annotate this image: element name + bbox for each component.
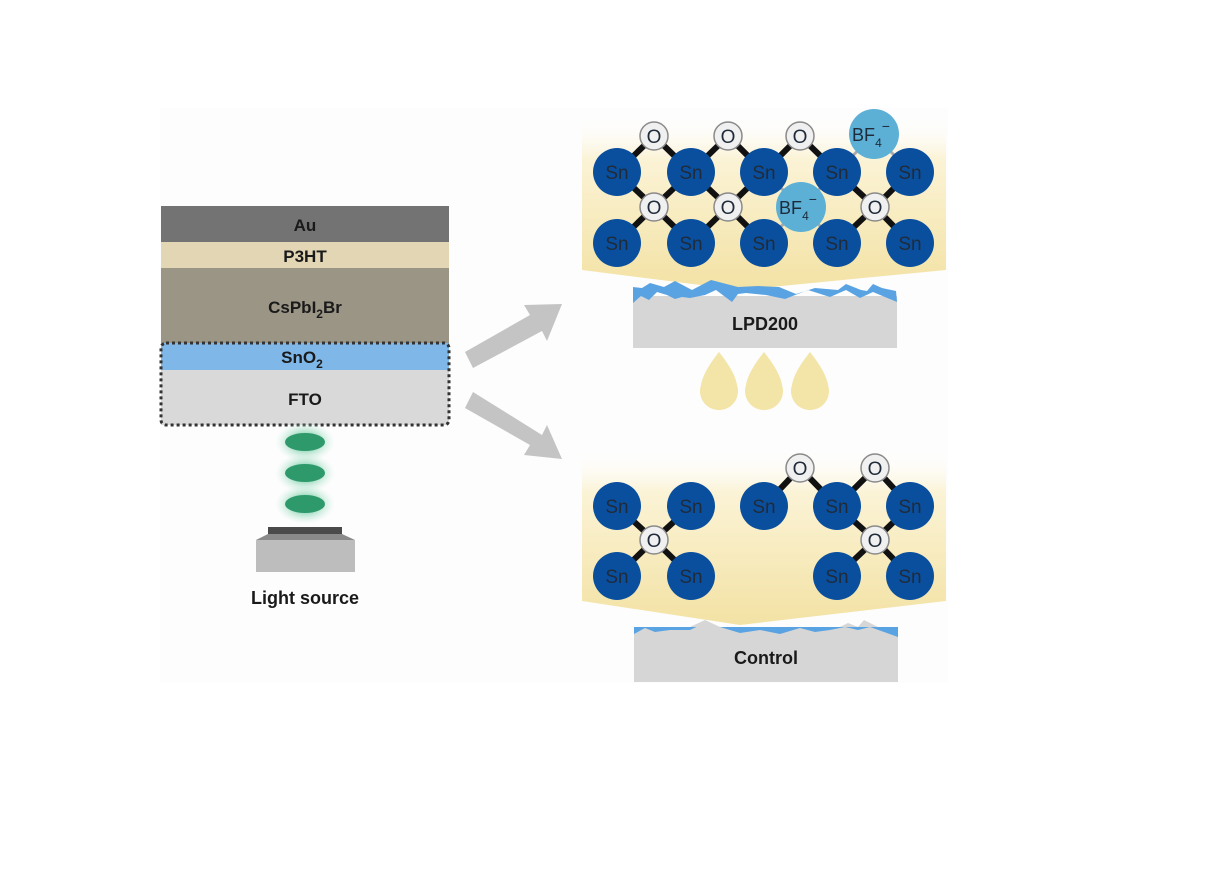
- svg-text:Sn: Sn: [752, 163, 775, 184]
- sn-atom: Sn: [667, 219, 715, 267]
- sno2-film-lpd200: [633, 280, 897, 303]
- droplet-icon: [745, 352, 783, 411]
- light-source: Light source: [251, 422, 359, 608]
- sn-atom: Sn: [593, 552, 641, 600]
- sn-atom: Sn: [740, 219, 788, 267]
- layer-au: [161, 206, 449, 242]
- sn-atom: Sn: [667, 552, 715, 600]
- svg-text:Sn: Sn: [605, 163, 628, 184]
- svg-text:Sn: Sn: [605, 567, 628, 588]
- svg-text:O: O: [868, 198, 883, 219]
- o-atom: O: [639, 121, 669, 151]
- svg-text:Sn: Sn: [825, 497, 848, 518]
- layer-perovskite: [161, 268, 449, 343]
- o-atom: O: [713, 192, 743, 222]
- sn-atom: Sn: [886, 148, 934, 196]
- lpd200-substrate: LPD200: [633, 280, 897, 348]
- svg-text:Sn: Sn: [825, 163, 848, 184]
- sn-atom: Sn: [813, 148, 861, 196]
- layer-au-label: Au: [294, 216, 317, 235]
- beam-pulse-2: [285, 464, 325, 482]
- control-substrate: Control: [634, 620, 898, 682]
- svg-text:O: O: [647, 531, 662, 552]
- svg-text:Sn: Sn: [825, 234, 848, 255]
- o-atom: O: [785, 453, 815, 483]
- svg-text:Sn: Sn: [898, 163, 921, 184]
- o-atom: O: [639, 525, 669, 555]
- svg-text:Sn: Sn: [898, 567, 921, 588]
- layer-fto-label: FTO: [288, 390, 322, 409]
- layer-perovskite-label: CsPbI2Br: [268, 298, 342, 321]
- o-atom: O: [860, 192, 890, 222]
- svg-text:Sn: Sn: [898, 497, 921, 518]
- svg-text:O: O: [647, 198, 662, 219]
- sn-atom: Sn: [813, 552, 861, 600]
- svg-text:O: O: [721, 198, 736, 219]
- svg-text:O: O: [793, 459, 808, 480]
- svg-text:O: O: [647, 127, 662, 148]
- o-atom: O: [785, 121, 815, 151]
- svg-text:Sn: Sn: [679, 497, 702, 518]
- svg-text:BF4−: BF4−: [779, 191, 817, 223]
- control-label: Control: [734, 648, 798, 668]
- sn-atom: Sn: [667, 482, 715, 530]
- o-atom: O: [860, 453, 890, 483]
- sn-atom: Sn: [886, 552, 934, 600]
- sn-atom: Sn: [886, 219, 934, 267]
- sn-atom: Sn: [740, 482, 788, 530]
- sn-atom: Sn: [593, 219, 641, 267]
- layer-fto: [161, 370, 449, 425]
- svg-text:O: O: [868, 531, 883, 552]
- svg-text:Sn: Sn: [605, 497, 628, 518]
- droplet-icon: [791, 352, 829, 411]
- substrate-peaks: [690, 620, 878, 627]
- layer-sno2-label: SnO2: [281, 348, 323, 371]
- svg-text:Sn: Sn: [752, 497, 775, 518]
- svg-text:Sn: Sn: [825, 567, 848, 588]
- svg-text:Sn: Sn: [679, 567, 702, 588]
- o-atom: O: [860, 525, 890, 555]
- svg-text:Sn: Sn: [605, 234, 628, 255]
- control-glow: [582, 448, 946, 625]
- svg-text:Sn: Sn: [898, 234, 921, 255]
- light-source-label: Light source: [251, 588, 359, 608]
- o-atom: O: [639, 192, 669, 222]
- sn-atom: Sn: [740, 148, 788, 196]
- layer-sno2: [161, 343, 449, 370]
- device-stack: Au P3HT CsPbI2Br SnO2 FTO: [159, 206, 451, 427]
- sn-atom: Sn: [593, 148, 641, 196]
- arrows: [465, 304, 562, 459]
- svg-text:O: O: [793, 127, 808, 148]
- bf4-ion: BF4−: [776, 182, 826, 232]
- bf4-ion: BF4−: [849, 109, 899, 159]
- sn-atom: Sn: [886, 482, 934, 530]
- layer-p3ht: [161, 242, 449, 268]
- droplets: [700, 352, 829, 411]
- sn-atom: Sn: [593, 482, 641, 530]
- sn-atom: Sn: [667, 148, 715, 196]
- arrow-to-control-icon: [465, 392, 562, 459]
- sn-atom: Sn: [813, 482, 861, 530]
- o-atom: O: [713, 121, 743, 151]
- lamp-icon: [256, 527, 355, 572]
- beam-pulse-1: [285, 433, 325, 451]
- svg-text:Sn: Sn: [752, 234, 775, 255]
- svg-text:O: O: [868, 459, 883, 480]
- arrow-to-lpd200-icon: [465, 304, 562, 368]
- svg-text:Sn: Sn: [679, 163, 702, 184]
- light-beam: [275, 422, 335, 524]
- svg-text:BF4−: BF4−: [852, 118, 890, 150]
- droplet-icon: [700, 352, 738, 411]
- svg-text:Sn: Sn: [679, 234, 702, 255]
- layer-p3ht-label: P3HT: [283, 247, 327, 266]
- svg-text:O: O: [721, 127, 736, 148]
- sn-atom: Sn: [813, 219, 861, 267]
- lpd200-label: LPD200: [732, 314, 798, 334]
- beam-pulse-3: [285, 495, 325, 513]
